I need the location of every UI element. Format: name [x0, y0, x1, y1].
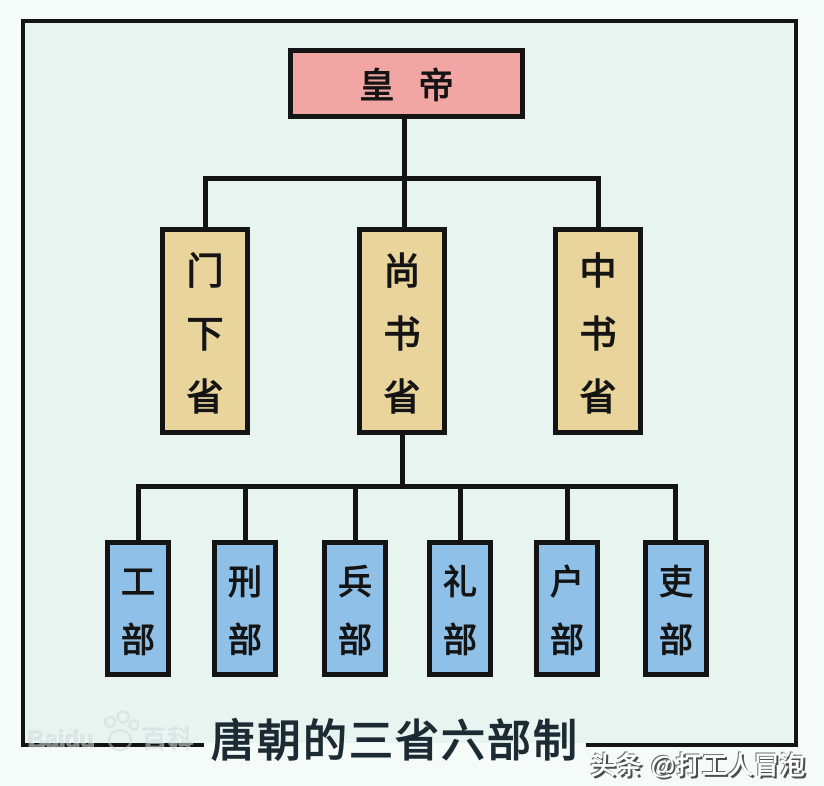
connector-drop-bingbu	[353, 484, 358, 542]
node-ministry-personnel: 吏部	[643, 540, 709, 677]
frame-bottom-edge-left	[21, 743, 204, 747]
node-ministry-revenue: 户部	[534, 540, 600, 677]
node-ministry-works-label: 工部	[121, 563, 155, 661]
node-ministry-justice-label: 刑部	[228, 563, 262, 661]
baike-watermark-cjk: 百科	[142, 727, 195, 754]
node-ministry-war-label: 兵部	[338, 563, 372, 661]
connector-drop-menxia	[203, 176, 208, 229]
node-ministry-rites-label: 礼部	[443, 563, 477, 661]
connector-shangshu-down	[400, 434, 405, 489]
frame-bottom-edge-right	[586, 743, 798, 747]
toutiao-watermark: 头条 @打工人冒泡	[590, 752, 806, 780]
frame-right-edge	[794, 19, 798, 747]
node-emperor: 皇帝	[288, 48, 525, 119]
paw-icon	[103, 710, 139, 752]
node-zhongshu-province: 中书省	[553, 227, 643, 435]
baike-watermark-latin: Baidu	[28, 727, 95, 754]
connector-drop-libu-rites	[458, 484, 463, 542]
node-ministry-rites: 礼部	[427, 540, 493, 677]
connector-ministries-bar	[136, 484, 677, 489]
node-menxia-label: 门下省	[186, 251, 224, 418]
node-ministry-justice: 刑部	[212, 540, 278, 677]
baike-watermark: Baidu 百科	[28, 702, 208, 754]
connector-drop-libu-personnel	[673, 484, 678, 542]
node-zhongshu-label: 中书省	[579, 251, 617, 418]
node-emperor-label: 皇帝	[359, 67, 454, 106]
node-ministry-revenue-label: 户部	[550, 563, 584, 661]
connector-drop-gongbu	[136, 484, 141, 542]
node-shangshu-province: 尚书省	[357, 227, 447, 435]
node-menxia-province: 门下省	[160, 227, 250, 435]
node-ministry-war: 兵部	[322, 540, 388, 677]
connector-provinces-bar	[203, 176, 601, 181]
connector-drop-hubu	[565, 484, 570, 542]
connector-emperor-down	[402, 118, 407, 229]
connector-drop-xingbu	[243, 484, 248, 542]
node-shangshu-label: 尚书省	[383, 251, 421, 418]
node-ministry-personnel-label: 吏部	[659, 563, 693, 661]
connector-drop-zhongshu	[596, 176, 601, 229]
diagram-caption: 唐朝的三省六部制	[211, 717, 579, 766]
frame-left-edge	[21, 19, 25, 747]
frame-top-edge	[21, 19, 798, 23]
node-ministry-works: 工部	[105, 540, 171, 677]
